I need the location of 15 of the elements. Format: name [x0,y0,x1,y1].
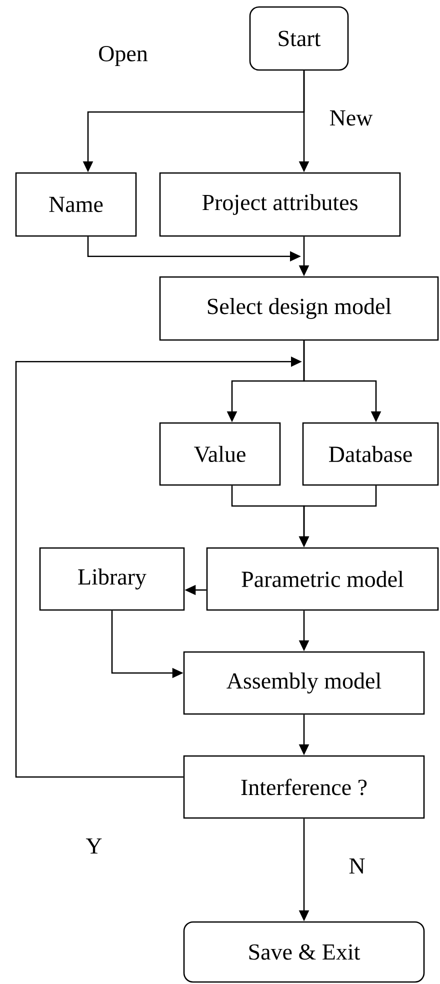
process-box: Assembly model [183,651,425,715]
decision-box: Interference ? [183,755,425,819]
process-box: Library [39,547,185,611]
edge-label: N [349,858,365,874]
process-box: Database [302,422,439,486]
process-box: Parametric model [206,547,439,611]
process-box: Project attributes [159,172,401,237]
edge-label: New [330,110,373,126]
process-box: Name [15,172,137,237]
process-box: Select design model [159,276,439,341]
process-box: Value [159,422,281,486]
start-box: Start [249,6,349,71]
edge-label: Y [86,838,102,854]
end-box: Save & Exit [183,921,425,983]
edge-label: Open [99,46,148,66]
